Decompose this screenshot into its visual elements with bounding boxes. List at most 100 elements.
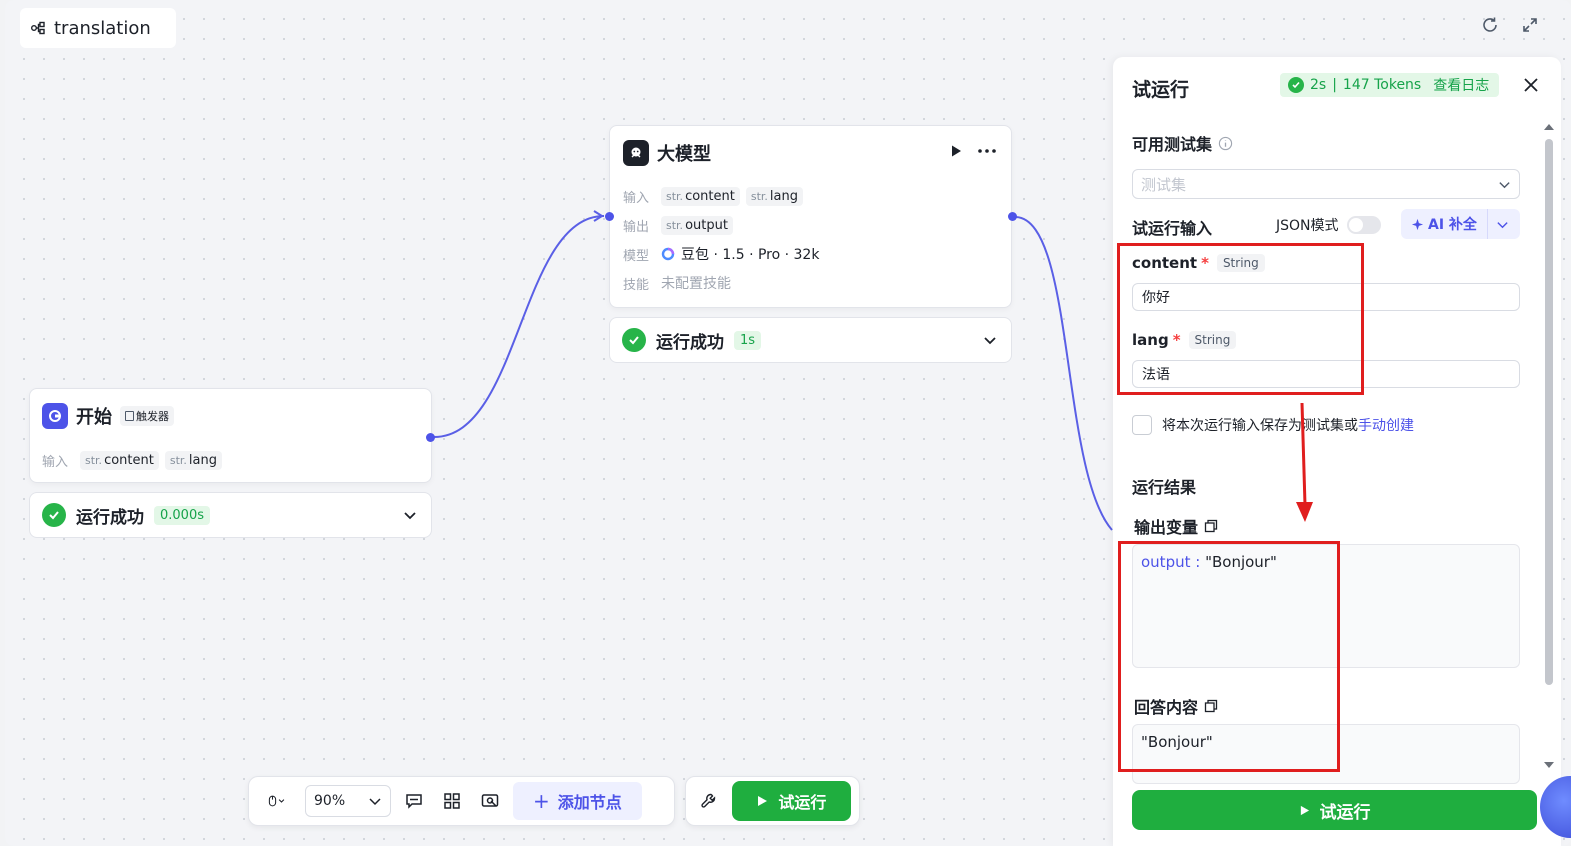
required-mark: *: [1172, 331, 1181, 349]
answer-box[interactable]: "Bonjour": [1132, 724, 1520, 784]
play-node-icon[interactable]: [949, 144, 963, 158]
lang-input[interactable]: 法语: [1132, 360, 1520, 388]
edge-llm-to-end: [1014, 216, 1113, 531]
llm-node-icon: [623, 140, 649, 166]
field-type: String: [1216, 254, 1265, 272]
type-prefix: str.: [169, 453, 187, 467]
llm-input-content: str.content: [661, 186, 740, 206]
debug-tool-button[interactable]: [694, 786, 724, 816]
field-name: lang: [1132, 331, 1169, 349]
testset-placeholder: 测试集: [1141, 175, 1187, 194]
mouse-mode-button[interactable]: [257, 786, 297, 816]
scroll-down-icon[interactable]: [1543, 759, 1555, 771]
lang-field-label: lang* String: [1132, 331, 1237, 349]
answer-header: 回答内容: [1134, 694, 1218, 718]
chevron-down-icon: [369, 798, 381, 806]
testset-label: 可用测试集: [1132, 135, 1213, 154]
more-icon[interactable]: [977, 148, 997, 154]
copy-icon[interactable]: [1204, 699, 1218, 713]
fullscreen-button[interactable]: [1519, 14, 1541, 36]
ai-fill-button[interactable]: AI 补全: [1401, 209, 1520, 239]
toolbar-run-button[interactable]: 试运行: [731, 781, 851, 821]
comment-button[interactable]: [399, 786, 429, 816]
chevron-down-icon: [404, 512, 416, 520]
content-input[interactable]: 你好: [1132, 283, 1520, 311]
llm-status-time: 1s: [734, 330, 762, 350]
edge-llm-arrow: [593, 210, 604, 222]
panel-run-button[interactable]: 试运行: [1132, 790, 1537, 830]
llm-node[interactable]: 大模型 输入 str.content str.lang 输出 str.outpu…: [609, 125, 1012, 308]
json-mode-switch[interactable]: [1346, 216, 1381, 234]
output-var-box[interactable]: output : "Bonjour": [1132, 544, 1520, 668]
close-icon[interactable]: [1521, 75, 1541, 95]
start-input-lang: str.lang: [164, 450, 222, 470]
type-prefix: str.: [666, 189, 684, 203]
comment-icon: [406, 794, 422, 809]
lang-input-value: 法语: [1142, 367, 1170, 383]
trigger-icon: [125, 411, 134, 421]
llm-input-lang: str.lang: [745, 186, 803, 206]
run-result-label: 运行结果: [1132, 478, 1197, 497]
chevron-down-icon: [984, 337, 996, 345]
output-value: "Bonjour": [1205, 553, 1277, 571]
var-name: content: [104, 452, 154, 468]
add-node-button[interactable]: + 添加节点: [513, 782, 642, 820]
zoom-value: 90%: [314, 793, 346, 809]
stat-separator: |: [1332, 77, 1337, 93]
trigger-badge: 触发器: [120, 406, 174, 426]
scrollbar-thumb[interactable]: [1545, 139, 1553, 685]
output-key: output :: [1141, 553, 1201, 571]
field-name: content: [1132, 254, 1198, 272]
view-log-link[interactable]: 查看日志: [1433, 78, 1490, 94]
refresh-button[interactable]: [1479, 14, 1501, 36]
llm-input-port[interactable]: [605, 212, 614, 221]
start-node-title: 开始: [76, 407, 112, 428]
workflow-title-chip[interactable]: translation: [20, 8, 176, 48]
plus-icon: +: [533, 789, 550, 813]
ai-fill-dropdown[interactable]: [1488, 218, 1518, 231]
run-time: 2s: [1310, 77, 1327, 93]
doubao-logo-icon: [661, 247, 675, 261]
run-toolbar: 试运行: [685, 776, 860, 826]
answer-label: 回答内容: [1134, 698, 1199, 717]
wrench-icon: [701, 793, 716, 808]
expand-icon: [1523, 18, 1537, 32]
panel-title: 试运行: [1132, 79, 1190, 101]
testset-select[interactable]: 测试集: [1132, 169, 1520, 199]
var-name: output: [685, 217, 728, 233]
test-run-panel: 试运行 2s | 147 Tokens 查看日志 可用测试集 测试集 试运行输入…: [1113, 57, 1561, 846]
ai-fill-label: AI 补全: [1428, 217, 1477, 233]
llm-status-card[interactable]: 运行成功 1s: [609, 317, 1012, 363]
type-prefix: str.: [750, 189, 768, 203]
minimap-icon: [481, 794, 499, 807]
start-output-port[interactable]: [426, 433, 435, 442]
trigger-badge-label: 触发器: [136, 410, 169, 423]
json-mode-toggle[interactable]: JSON模式: [1276, 215, 1381, 235]
start-node[interactable]: 开始 触发器 输入 str.content str.lang: [29, 388, 432, 483]
content-input-value: 你好: [1142, 290, 1170, 306]
zoom-select[interactable]: 90%: [305, 785, 391, 817]
json-mode-label: JSON模式: [1276, 218, 1339, 234]
start-status-time: 0.000s: [154, 505, 210, 525]
output-var-label: 输出变量: [1134, 518, 1199, 537]
play-icon: [758, 796, 768, 806]
content-field-label: content* String: [1132, 254, 1265, 272]
llm-output-port[interactable]: [1008, 212, 1017, 221]
start-status-card[interactable]: 运行成功 0.000s: [29, 492, 432, 538]
save-testset-text: 将本次运行输入保存为测试集或: [1162, 418, 1358, 434]
minimap-button[interactable]: [475, 786, 505, 816]
start-status-text: 运行成功: [76, 507, 144, 528]
scroll-up-icon[interactable]: [1543, 121, 1555, 133]
llm-input-label: 输入: [623, 190, 650, 206]
success-icon: [622, 328, 646, 352]
success-icon: [1288, 77, 1304, 93]
copy-icon[interactable]: [1204, 519, 1218, 533]
mouse-icon: [268, 795, 285, 807]
refresh-icon: [1483, 17, 1497, 32]
field-type: String: [1188, 331, 1237, 349]
layout-button[interactable]: [437, 786, 467, 816]
manual-create-link[interactable]: 手动创建: [1358, 418, 1414, 434]
workflow-title: translation: [54, 17, 151, 39]
save-testset-checkbox[interactable]: [1132, 415, 1152, 435]
